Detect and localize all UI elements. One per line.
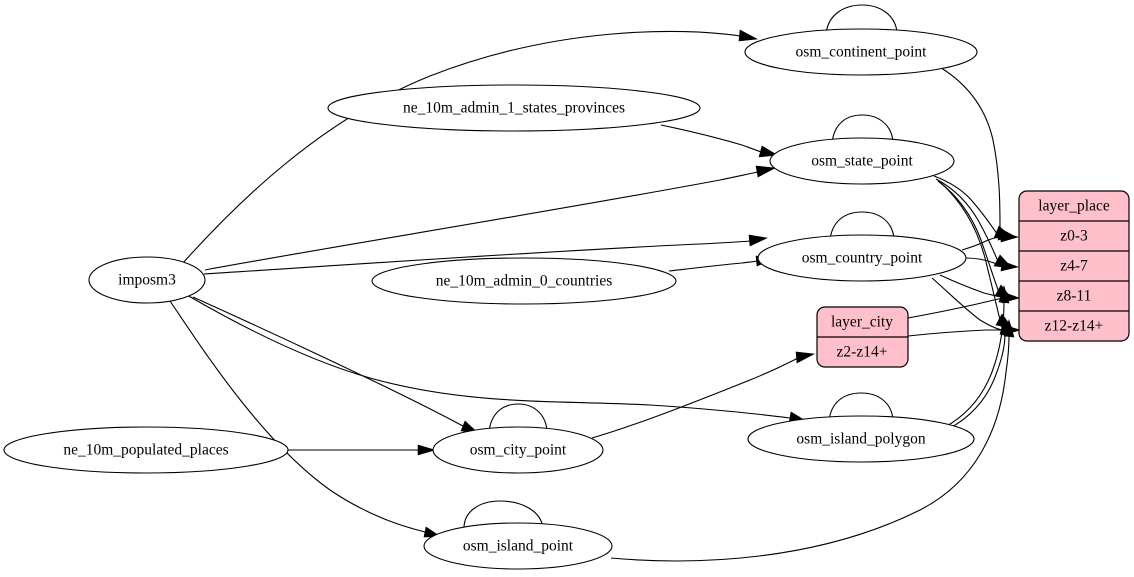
edge-imposm3-to-osm-state-point	[204, 171, 759, 271]
arrowhead-imposm3-osm-continent-point	[738, 29, 759, 42]
edge-ne-states-to-osm-state-point	[660, 124, 762, 153]
arrowhead-osm-city-point-layer-city	[795, 351, 816, 364]
edge-layer	[169, 4, 1022, 562]
edge-osm-island-polygon-to-z8-11	[944, 301, 1005, 428]
edge-osm-island-polygon-to-z12-z14	[947, 333, 1006, 430]
edge-imposm3-to-osm-continent-point	[181, 30, 741, 265]
edge-self-loop-osm-state-point	[831, 114, 894, 144]
edge-ne-countries-to-osm-country-point	[668, 260, 758, 272]
edge-osm-country-point-to-z12-z14	[931, 277, 1003, 331]
edge-imposm3-to-osm-island-polygon	[186, 294, 791, 419]
node-osm-island-point[interactable]: osm_island_point	[423, 522, 613, 570]
edge-osm-city-point-to-layer-city	[591, 357, 799, 439]
arrowhead-ne-states-osm-state-point	[758, 145, 778, 158]
edge-self-loop-osm-island-point	[463, 500, 544, 531]
arrowhead-imposm3-osm-country-point	[748, 234, 768, 247]
edge-self-loop-osm-city-point	[488, 403, 548, 433]
node-ne-10m-admin-1-states-provinces[interactable]: ne_10m_admin_1_states_provinces	[327, 84, 701, 132]
edge-imposm3-to-osm-island-point	[169, 300, 426, 533]
edge-osm-country-point-to-z8-11	[939, 274, 1004, 298]
edge-self-loop-osm-island-polygon	[828, 392, 894, 422]
edge-osm-state-point-to-z0-3	[933, 175, 999, 236]
record-node-layer-city[interactable]: layer_city z2-z14+	[816, 306, 909, 368]
arrowhead-ne-populated-osm-city-point	[417, 444, 437, 456]
node-layer: imposm3 ne_10m_admin_1_states_provinces …	[3, 28, 978, 570]
arrowhead-osm-island-point-z12-z14	[1003, 318, 1015, 338]
record-node-layer-place[interactable]: layer_place z0-3 z4-7 z8-11 z12-z14+	[1018, 190, 1130, 342]
edge-self-loop-osm-country-point	[829, 211, 895, 241]
edge-imposm3-to-osm-country-point	[203, 240, 751, 275]
edge-layer-city-to-z12-z14	[907, 329, 1003, 337]
arrowhead-osm-country-point-z0-3	[1000, 231, 1020, 243]
edge-osm-state-point-to-z8-11	[937, 180, 1001, 296]
edge-osm-state-point-to-z12-z14	[939, 181, 1002, 325]
arrowhead-osm-country-point-z4-7	[1000, 260, 1020, 272]
arrowhead-osm-island-polygon-z8-11	[998, 284, 1010, 304]
node-osm-country-point[interactable]: osm_country_point	[757, 234, 967, 282]
edge-layer-city-to-z8-11	[907, 297, 1004, 319]
node-osm-city-point[interactable]: osm_city_point	[432, 426, 604, 474]
edge-osm-country-point-to-z4-7	[965, 257, 1003, 267]
edge-osm-state-point-to-z4-7	[935, 178, 1000, 265]
node-osm-continent-point[interactable]: osm_continent_point	[744, 28, 978, 76]
node-osm-island-polygon[interactable]: osm_island_polygon	[747, 415, 975, 463]
edge-self-loop-osm-continent-point	[825, 4, 898, 35]
node-imposm3[interactable]: imposm3	[88, 256, 206, 304]
arrowhead-imposm3-osm-state-point	[755, 165, 777, 178]
edge-osm-island-point-to-z12-z14	[610, 335, 1010, 562]
node-ne-10m-populated-places[interactable]: ne_10m_populated_places	[3, 426, 289, 474]
edge-imposm3-to-osm-city-point	[192, 296, 464, 427]
node-osm-state-point[interactable]: osm_state_point	[769, 137, 955, 185]
node-ne-10m-admin-0-countries[interactable]: ne_10m_admin_0_countries	[371, 257, 677, 305]
edge-osm-country-point-to-z0-3	[961, 236, 1002, 251]
